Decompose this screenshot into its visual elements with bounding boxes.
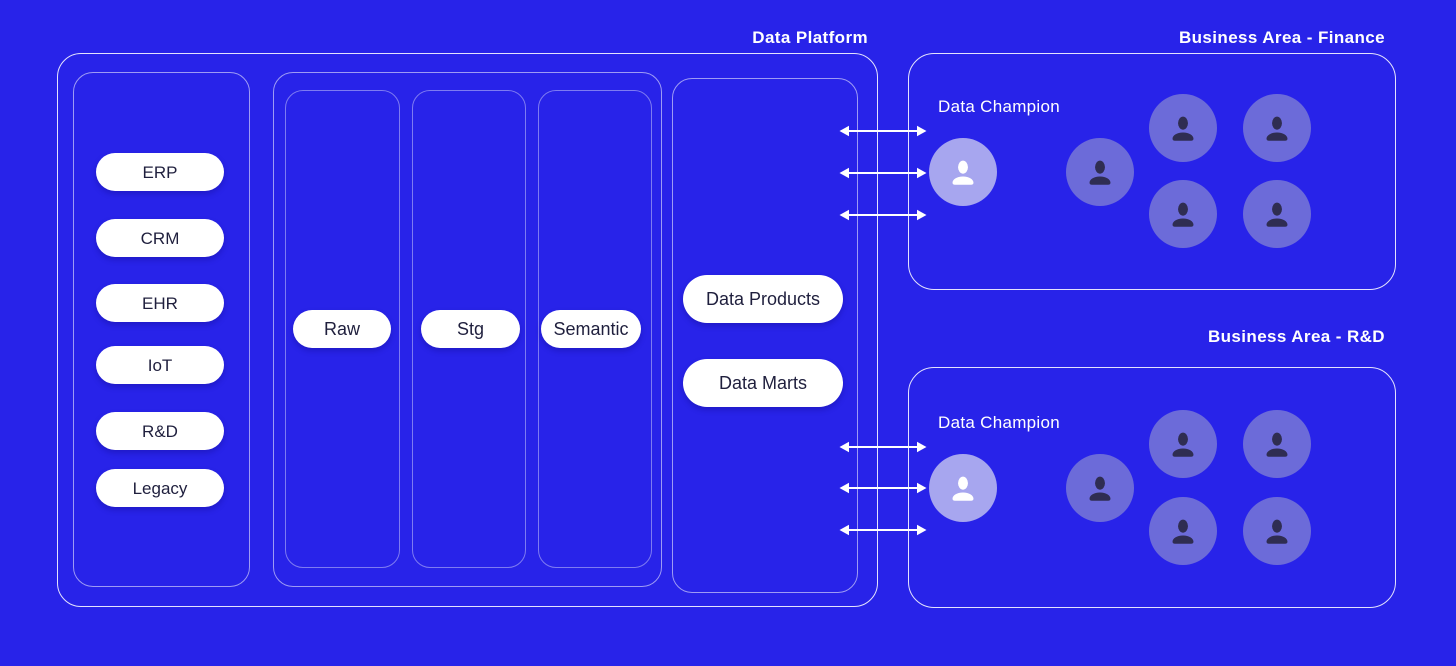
business-area-rd-title: Business Area - R&D: [1207, 327, 1385, 346]
team-member-avatar: [1149, 180, 1217, 248]
person-icon: [952, 160, 974, 185]
semantic-layer-column: [538, 90, 652, 568]
data-champion-avatar: [929, 454, 997, 522]
pipeline-panel: [273, 72, 662, 587]
source-pill-crm: CRM: [96, 219, 224, 257]
person-icon: [1266, 116, 1288, 141]
data-platform-box: [57, 53, 878, 607]
person-icon: [1172, 432, 1194, 457]
person-icon: [1266, 432, 1288, 457]
double-arrow-icon: [839, 482, 927, 494]
double-arrow-icon: [839, 167, 927, 179]
source-pill-iot: IoT: [96, 346, 224, 384]
team-member-avatar: [1066, 454, 1134, 522]
data-products-pill: Data Products: [683, 275, 843, 323]
business-area-finance-title: Business Area - Finance: [1178, 28, 1385, 47]
person-icon: [1089, 160, 1111, 185]
stg-layer-pill: Stg: [421, 310, 520, 348]
source-systems-panel: [73, 72, 250, 587]
raw-layer-column: [285, 90, 400, 568]
team-member-avatar: [1149, 94, 1217, 162]
double-arrow-icon: [839, 524, 927, 536]
person-icon: [1172, 116, 1194, 141]
source-pill-legacy: Legacy: [96, 469, 224, 507]
person-icon: [1089, 476, 1111, 501]
semantic-layer-pill: Semantic: [541, 310, 641, 348]
data-champion-label: Data Champion: [938, 413, 1061, 432]
team-member-avatar: [1243, 94, 1311, 162]
data-marts-pill: Data Marts: [683, 359, 843, 407]
business-area-finance-box: [908, 53, 1396, 290]
stg-layer-column: [412, 90, 526, 568]
person-icon: [1266, 202, 1288, 227]
team-member-avatar: [1243, 180, 1311, 248]
person-icon: [952, 476, 974, 501]
double-arrow-icon: [839, 125, 927, 137]
team-member-avatar: [1066, 138, 1134, 206]
source-pill-ehr: EHR: [96, 284, 224, 322]
raw-layer-pill: Raw: [293, 310, 391, 348]
double-arrow-icon: [839, 441, 927, 453]
data-champion-label: Data Champion: [938, 97, 1061, 116]
team-member-avatar: [1243, 410, 1311, 478]
team-member-avatar: [1243, 497, 1311, 565]
person-icon: [1266, 519, 1288, 544]
person-icon: [1172, 202, 1194, 227]
source-pill-erp: ERP: [96, 153, 224, 191]
team-member-avatar: [1149, 410, 1217, 478]
data-platform-title: Data Platform: [752, 28, 868, 47]
source-pill-rd: R&D: [96, 412, 224, 450]
serving-panel: [672, 78, 858, 593]
data-champion-avatar: [929, 138, 997, 206]
person-icon: [1172, 519, 1194, 544]
double-arrow-icon: [839, 209, 927, 221]
team-member-avatar: [1149, 497, 1217, 565]
